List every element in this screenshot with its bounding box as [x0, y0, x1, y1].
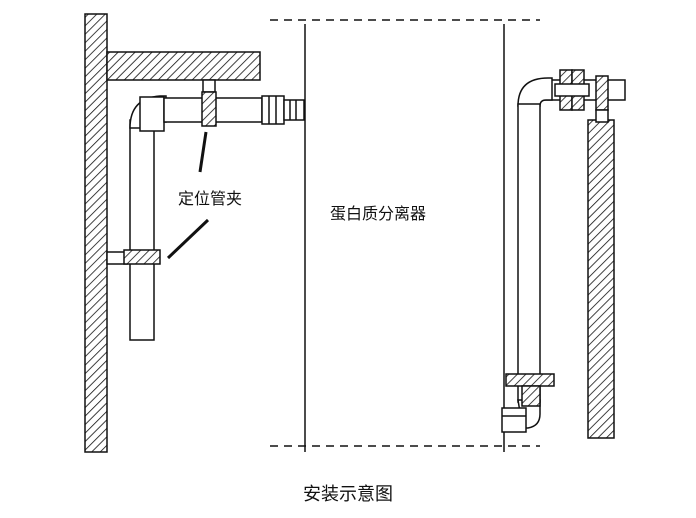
positioning-clamp-right-bottom [505, 373, 555, 407]
positioning-clamp-side [106, 249, 161, 265]
leader-line-top [198, 131, 208, 173]
top-shelf [106, 51, 261, 81]
figure-caption: 安装示意图 [303, 484, 393, 505]
protein-skimmer-body [270, 19, 540, 452]
protein-separator-label: 蛋白质分离器 [330, 204, 427, 223]
left-wall [84, 13, 108, 453]
right-wall [587, 119, 615, 439]
left-pipe-assembly [129, 95, 305, 341]
positioning-clamp-label: 定位管夹 [178, 189, 243, 208]
positioning-clamp-top [201, 79, 217, 127]
leader-line-side [166, 218, 210, 260]
positioning-clamp-right-top [554, 69, 609, 123]
